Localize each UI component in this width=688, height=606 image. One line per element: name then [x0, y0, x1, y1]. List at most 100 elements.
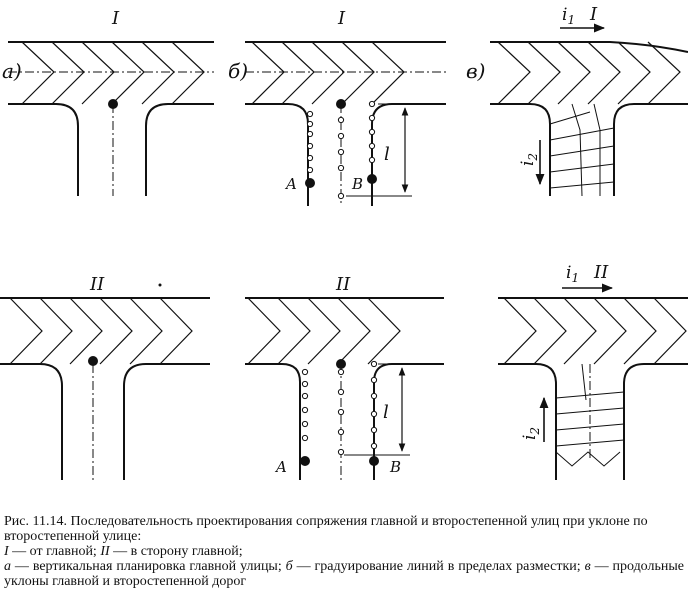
panel-b-left-mark-3	[306, 142, 314, 150]
caption-roman-two: II	[100, 544, 110, 559]
panel-b-left-mark-4	[306, 154, 314, 162]
panel-b-left-curb	[245, 103, 309, 206]
panel-b2-right-mark-0	[370, 360, 378, 368]
panel-b2-center-mark-3	[337, 428, 345, 436]
label-roman-one-b: I	[337, 8, 346, 29]
label-roman-two-a: II	[89, 274, 105, 295]
slope-side-label-bottom: i2	[520, 427, 542, 440]
panel-c2-chevron-0	[503, 297, 537, 365]
panel-b2-right-mark-1	[370, 376, 378, 384]
panel-c2-break-line	[581, 363, 587, 401]
point-a-label-bottom: A	[274, 458, 287, 476]
panel-a2-chevron-2	[69, 297, 103, 365]
panel-c-chevron-4	[617, 41, 651, 105]
panel-a-left-curb	[8, 103, 79, 196]
panel-b-left-mark-0	[306, 110, 314, 118]
panel-b-right-mark-4	[368, 156, 376, 164]
point-b-label-top: B	[351, 175, 363, 193]
panel-c2-grade-line-0	[555, 391, 625, 399]
panel-b2-right-mark-4	[370, 426, 378, 434]
panel-c2-end-chevron	[555, 451, 621, 467]
intersection-figure: I I II II а) б) в) i1 I i1 II i2 i2 A B …	[0, 4, 688, 480]
panel-b2-center-mark-0	[337, 368, 345, 376]
panel-c2-chevron-1	[533, 297, 567, 365]
panel-c2-chevron-4	[623, 297, 657, 365]
caption-title: Рис. 11.14. Последовательность проектиро…	[4, 514, 648, 544]
point-b-label-bottom: B	[389, 458, 401, 476]
panel-b2-left-mark-5	[301, 434, 309, 442]
panel-b-chevron-2	[311, 41, 345, 105]
slope-main-label-bottom: i1	[566, 263, 579, 285]
caption-text-a: — вертикальная планировка главной улицы;	[11, 559, 286, 574]
panel-a-point	[108, 99, 118, 109]
panel-label-a: а)	[2, 59, 22, 83]
panel-b2-chevron-1	[277, 297, 311, 365]
panel-b2-center-mark-1	[337, 388, 345, 396]
panel-c-grade-line-2	[549, 145, 615, 157]
caption-key-a: а	[4, 559, 11, 574]
label-roman-one-c: I	[589, 4, 598, 25]
panel-b-center-mark-2	[337, 148, 345, 156]
caption-line-two: I — от главной; II — в сторону главной;	[4, 544, 684, 559]
slope-main-label-top: i1	[562, 5, 575, 27]
panel-a2-right-curb	[123, 363, 210, 480]
panel-c2-right-curb	[623, 363, 688, 480]
panel-a2-left-curb	[0, 363, 63, 480]
panel-c-chevron-1	[527, 41, 561, 105]
panel-b2-center-mark-4	[337, 448, 345, 456]
panel-a-chevron-2	[81, 41, 115, 105]
panel-b-right-mark-1	[368, 114, 376, 122]
panel-b2-left-mark-3	[301, 406, 309, 414]
panel-b-center-point	[336, 99, 346, 109]
caption-to-main: — в сторону главной;	[109, 544, 243, 559]
caption-line-three: а — вертикальная планировка главной улиц…	[4, 559, 684, 589]
panel-a2-chevron-1	[39, 297, 73, 365]
panel-b2-right-mark-5	[370, 442, 378, 450]
panel-c2-grade-line-2	[555, 423, 625, 431]
panel-b2-chevron-4	[367, 297, 401, 365]
panel-c-grade-line-0	[549, 111, 591, 125]
panel-b2-point-b	[369, 456, 379, 466]
slope-side-label-top: i2	[518, 153, 540, 166]
panel-c2-chevron-2	[563, 297, 597, 365]
panel-b-left-mark-5	[306, 166, 314, 174]
panel-label-b: б)	[228, 59, 248, 83]
panel-a-right-curb	[145, 103, 214, 196]
panel-b2-center-point	[336, 359, 346, 369]
panel-a2-chevron-4	[129, 297, 163, 365]
panel-b2-left-mark-0	[301, 368, 309, 376]
panel-b2-chevron-2	[307, 297, 341, 365]
panel-b2-chevron-0	[247, 297, 281, 365]
panel-a2-point	[88, 356, 98, 366]
panel-c2-chevron-3	[593, 297, 627, 365]
panel-b-center-mark-0	[337, 116, 345, 124]
panel-b-chevron-0	[251, 41, 285, 105]
panel-b-right-mark-0	[368, 100, 376, 108]
panel-b2-left-mark-2	[301, 392, 309, 400]
panel-label-c: в)	[466, 59, 485, 83]
panel-a2-chevron-5	[159, 297, 193, 365]
caption-roman-one: I	[4, 544, 9, 559]
panel-b-left-mark-2	[306, 130, 314, 138]
point-a-label-top: A	[284, 175, 297, 193]
panel-b2-chevron-3	[337, 297, 371, 365]
panel-b-point-b	[367, 174, 377, 184]
panel-c-chevron-0	[497, 41, 531, 105]
panel-a-chevron-1	[51, 41, 85, 105]
panel-b-right-mark-2	[368, 128, 376, 136]
panel-b-chevron-3	[341, 41, 375, 105]
panel-c2-grade-line-1	[555, 407, 625, 415]
caption-key-c: в	[584, 559, 591, 574]
panel-c-right-curb	[613, 103, 688, 196]
panel-c2-left-curb	[498, 363, 557, 480]
label-roman-two-c: II	[593, 262, 609, 283]
panel-b2-left-mark-1	[301, 380, 309, 388]
figure-caption: Рис. 11.14. Последовательность проектиро…	[4, 514, 684, 589]
panel-a2-speck	[158, 283, 162, 287]
panel-b2-center-mark-2	[337, 408, 345, 416]
label-roman-two-b: II	[335, 274, 351, 295]
panel-b-center-mark-end	[337, 192, 345, 200]
panel-b2-left-mark-4	[301, 420, 309, 428]
panel-a-chevron-0	[21, 41, 55, 105]
panel-b-chevron-4	[371, 41, 405, 105]
